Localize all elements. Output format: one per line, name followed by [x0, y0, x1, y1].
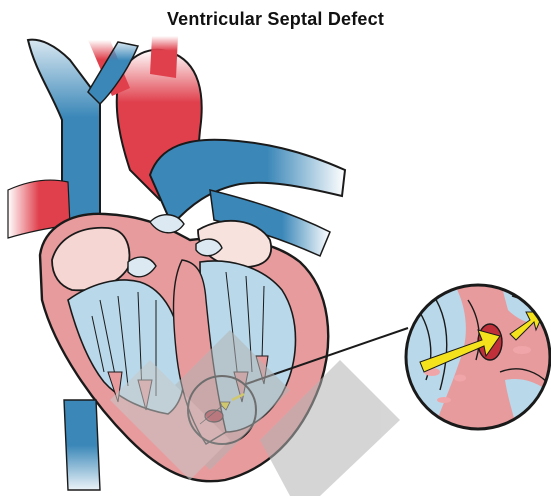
aorta-branch-right	[150, 36, 178, 78]
inferior-vena-cava	[64, 400, 100, 490]
